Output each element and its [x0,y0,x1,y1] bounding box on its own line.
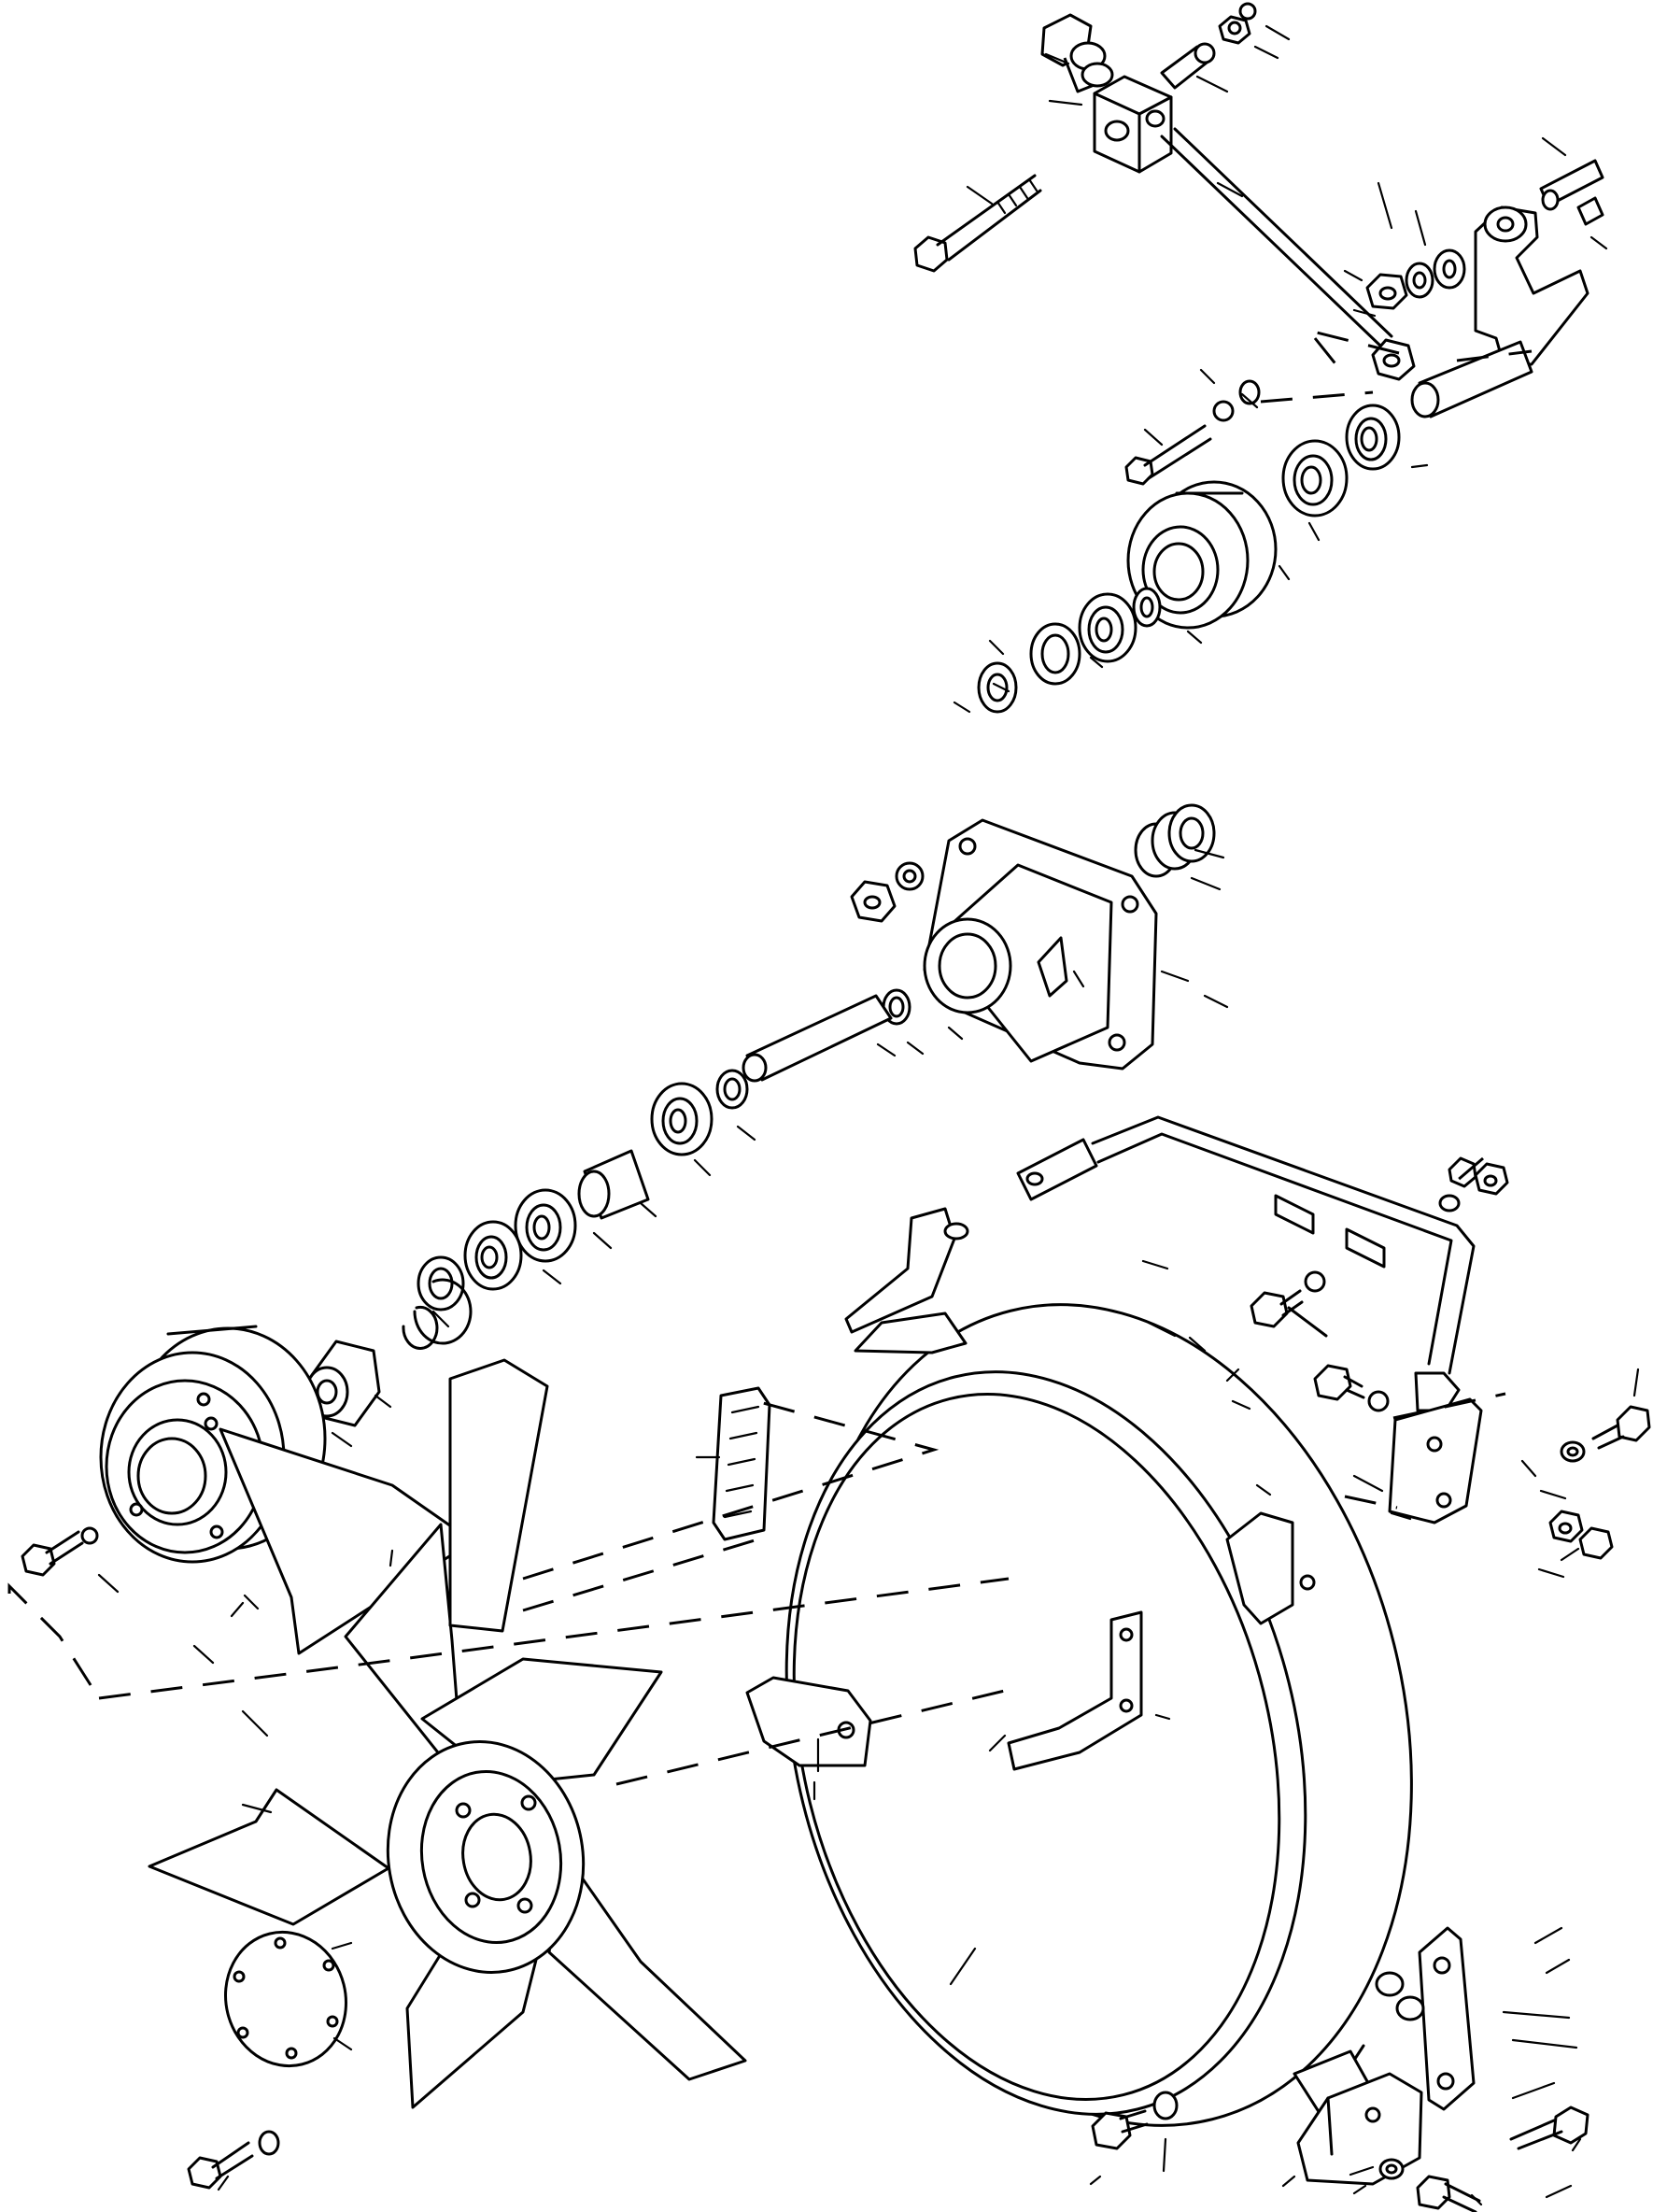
hex-nut [1548,1510,1614,1560]
snap-ring [402,1278,473,1350]
hex-bolt [1250,1270,1326,1328]
spacer-sleeve [1134,803,1216,878]
lock-washer [1365,248,1466,310]
hex-bolt [1313,1364,1390,1412]
mounting-bracket [745,1676,872,1767]
fan-bearing [463,1188,577,1291]
mounting-bracket [1007,1610,1143,1771]
eyebolt-adjuster [1040,13,1114,93]
hex-bolt [1091,2091,1179,2150]
mounting-bracket [844,1207,969,1354]
hex-bolt [1124,379,1261,486]
idler-pulley [1126,480,1278,630]
hex-bolt [1416,2175,1481,2212]
adjuster-block [1093,42,1216,174]
hex-nut [1438,1162,1509,1212]
leader-lines [97,24,1640,2206]
hex-nut [1218,2,1257,45]
mounting-bracket [1296,2072,1423,2186]
shroud-support-bar [1016,1115,1476,1412]
hex-bolt [913,174,1042,273]
fan-hub-housing [923,818,1158,1071]
hex-bolt [1560,1405,1651,1463]
hex-nut [850,861,925,923]
fan-bearing [650,1069,749,1156]
tensioner-rod [1160,127,1416,381]
hex-bolt [187,2130,280,2190]
lock-washer [417,1255,465,1312]
spacer-sleeve [577,1149,650,1220]
fan-blade-assembly [148,1358,747,2109]
tensioner-arm [1410,159,1604,418]
cover-plate [224,1930,347,2068]
fan-shaft [742,994,893,1083]
mounting-bracket [1225,1397,1483,1625]
lock-washer [1375,1971,1425,2180]
idler-bearing [977,587,1162,714]
hex-nut [1448,1156,1477,1188]
assembly-lines [7,331,1533,1786]
idler-bearing [1281,404,1401,518]
rubber-seal-strip [712,1386,771,1541]
hex-bolt [1509,2106,1589,2150]
hex-bolt [21,1526,99,1577]
